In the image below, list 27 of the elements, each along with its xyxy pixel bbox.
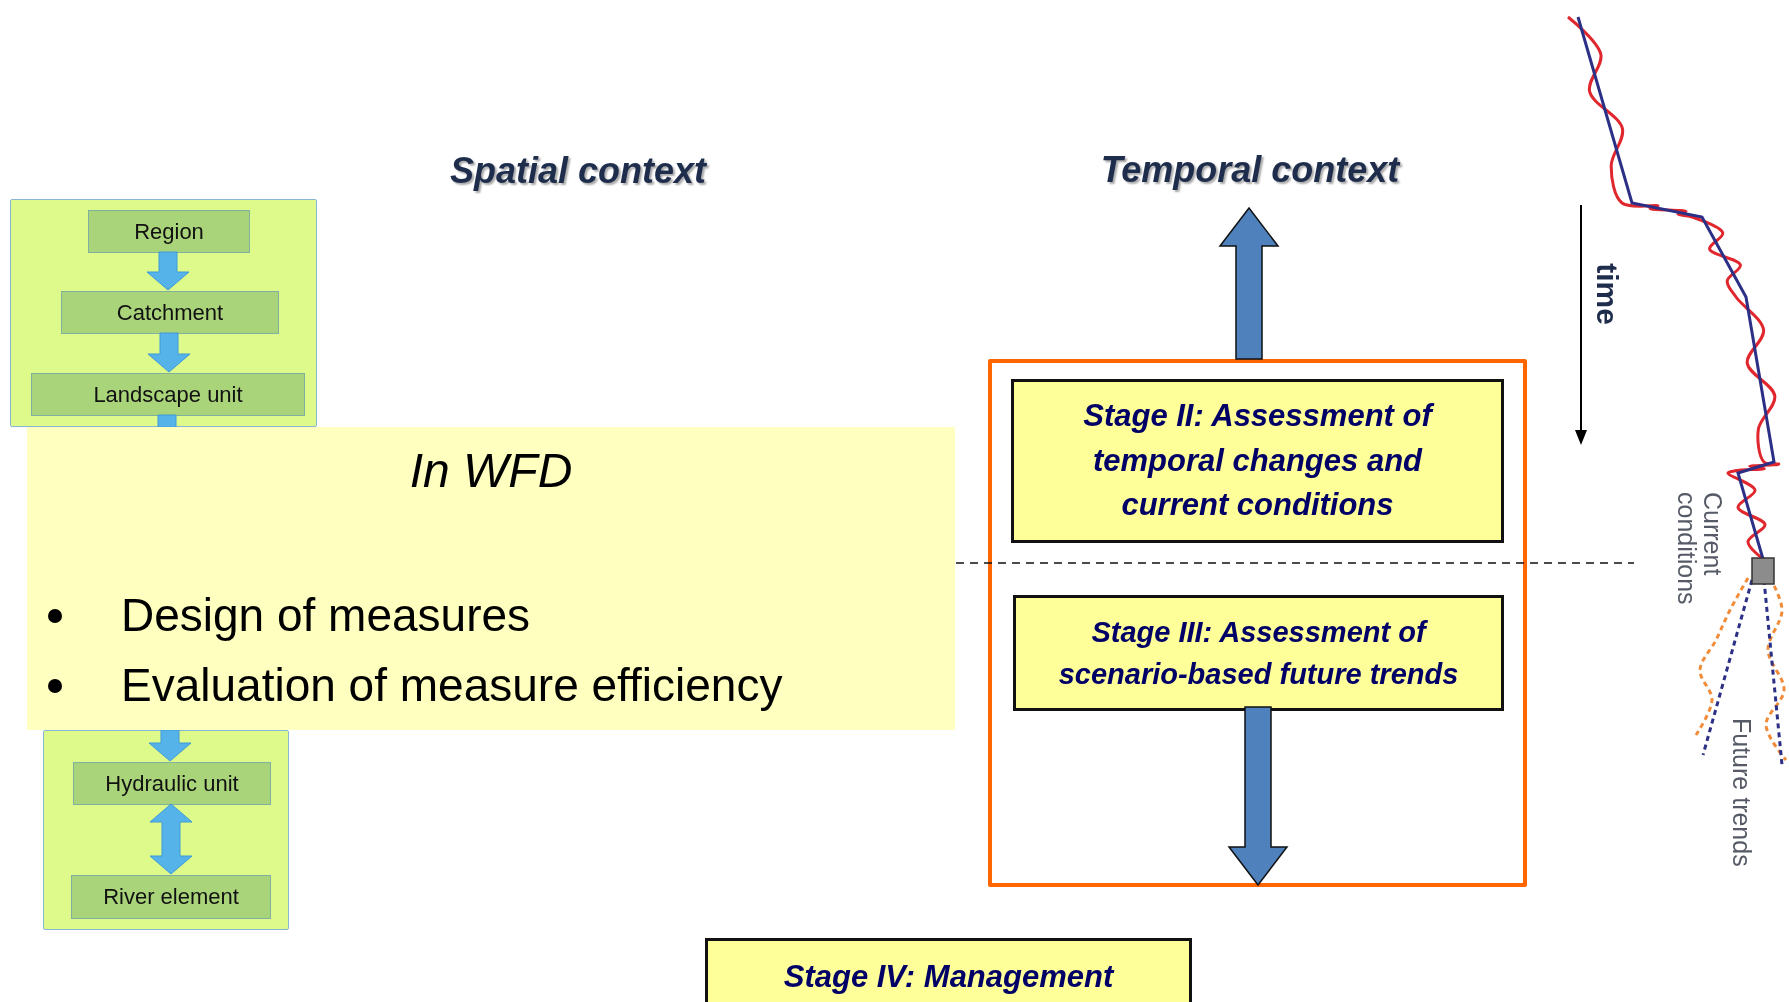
level-box: Catchment [61, 291, 279, 334]
level-box: Region [88, 210, 250, 253]
level-box: Hydraulic unit [73, 762, 271, 805]
block-arrow [147, 332, 191, 373]
level-box: Landscape unit [31, 373, 305, 416]
block-arrow [146, 251, 190, 291]
block-arrow [148, 729, 192, 762]
stage-frame [988, 359, 1527, 887]
bullet-text: Evaluation of measure efficiency [121, 658, 783, 713]
block-arrow [149, 803, 193, 875]
card-heading: In WFD [408, 443, 574, 498]
annotation-label: Current conditions [1673, 492, 1727, 607]
level-box: River element [71, 875, 271, 919]
block-arrow [1218, 206, 1280, 360]
panel-background [43, 730, 289, 930]
axis-label: time [1590, 263, 1624, 325]
context-heading: Temporal context [1100, 149, 1400, 191]
stage-box: Stage II: Assessment of temporal changes and current conditions [1011, 379, 1504, 543]
note-card [27, 427, 955, 730]
bullet-text: Design of measures [121, 588, 531, 643]
panel-background [10, 199, 317, 427]
stage-box: Stage III: Assessment of scenario-based future trends [1013, 595, 1504, 711]
block-arrow [157, 414, 177, 428]
context-heading: Spatial context [449, 150, 707, 192]
annotation-label: Future trends [1728, 718, 1756, 869]
stage-box: Stage IV: Management [705, 938, 1192, 1002]
block-arrow [1227, 706, 1289, 887]
